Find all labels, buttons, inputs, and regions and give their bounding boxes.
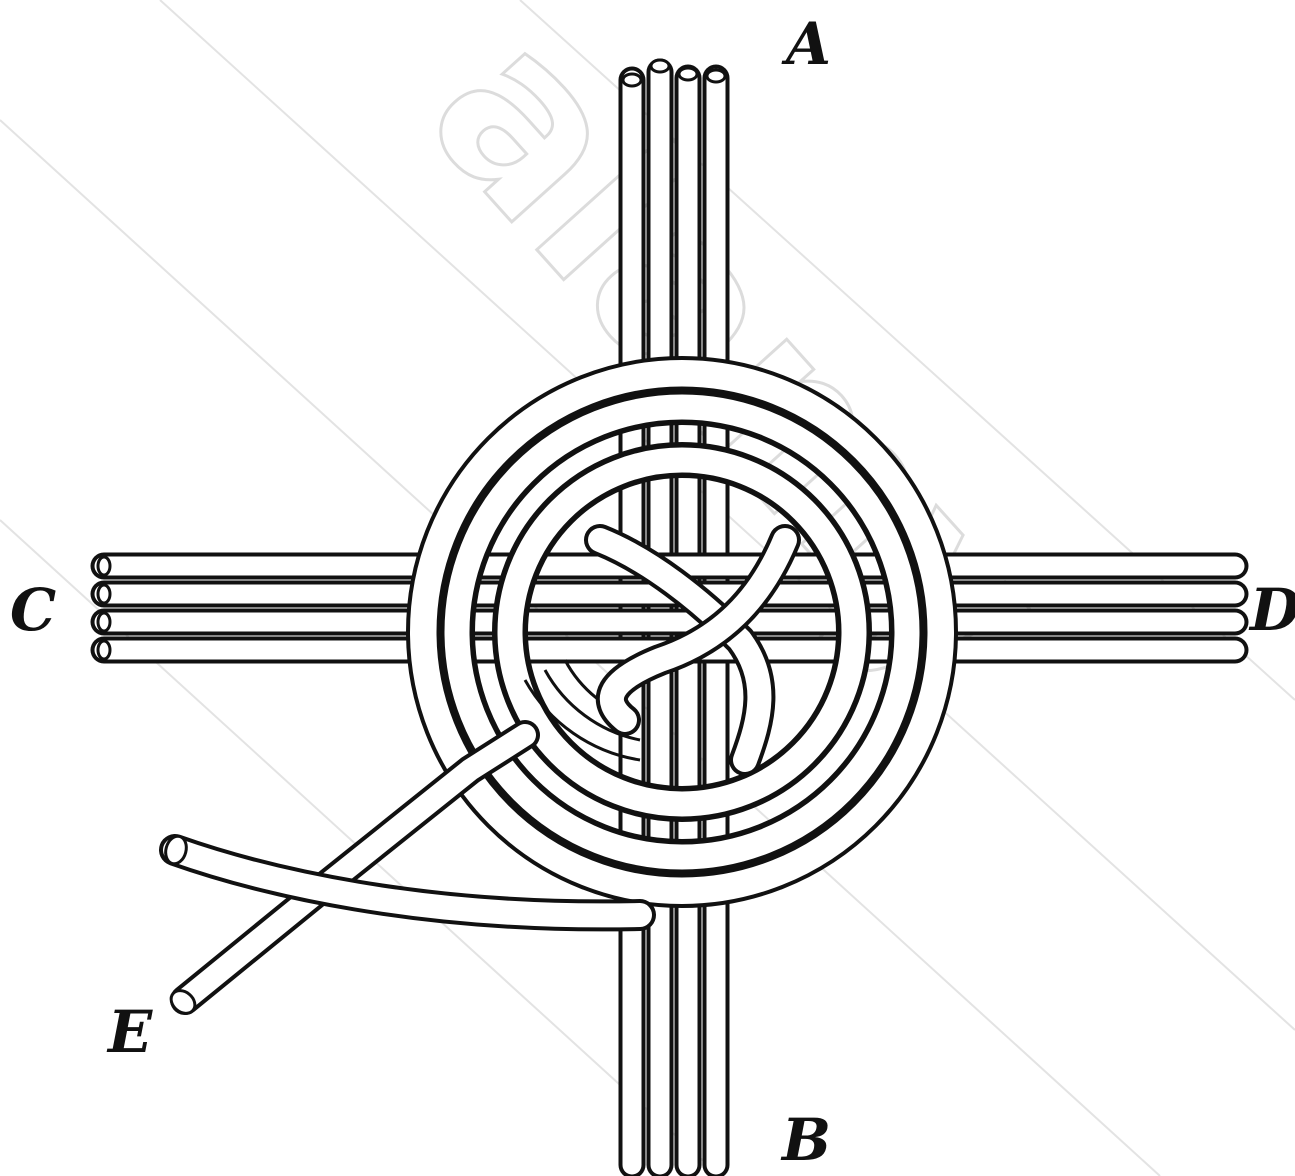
label-d: D bbox=[1248, 576, 1295, 644]
label-a: A bbox=[781, 10, 831, 78]
label-e: E bbox=[106, 998, 153, 1066]
label-c: C bbox=[10, 576, 56, 644]
label-b: B bbox=[780, 1106, 831, 1174]
